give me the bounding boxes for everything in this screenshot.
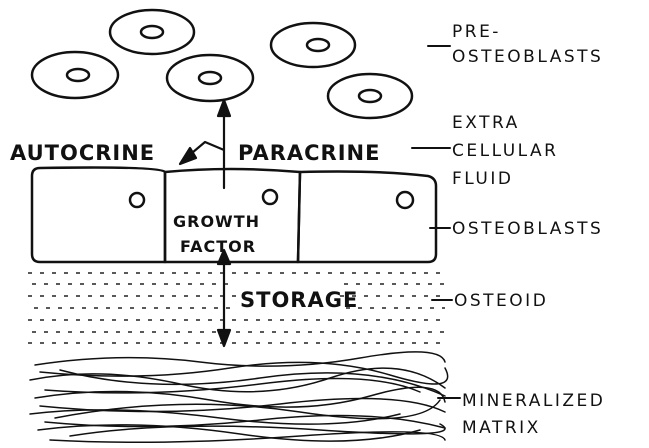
pre-osteoblasts-label-line2: OSTEOBLASTS [452,47,603,67]
osteoblast-nucleus [397,192,413,208]
extra-cellular-label-line1: EXTRA [452,113,520,133]
mineralized-label-line1: MINERALIZED [462,391,605,411]
factor-label: FACTOR [180,237,256,256]
pre-osteoblast-cell [110,10,194,54]
osteoid-label: OSTEOID [454,291,548,311]
extra-cellular-label-line2: CELLULAR [452,141,558,161]
pre-osteoblast-cell [328,74,412,118]
autocrine-label: AUTOCRINE [10,141,155,165]
storage-label: STORAGE [240,288,358,312]
extra-cellular-label-line3: FLUID [452,169,513,189]
pre-osteoblasts-label-line1: PRE- [452,22,501,42]
pre-osteoblast-cells [32,10,412,118]
pre-osteoblast-cell [167,55,253,101]
osteoblast-nucleus [130,193,144,207]
osteoblast-cell [32,168,165,263]
mineralized-matrix-fibers [30,352,448,442]
pre-osteoblast-cell [271,23,355,67]
pre-osteoblast-cell [32,52,118,98]
osteoblasts-label: OSTEOBLASTS [452,219,603,239]
growth-label: GROWTH [173,212,260,231]
osteoblast-cell [298,172,436,263]
osteoblast-nucleus [263,190,277,204]
mineralized-label-line2: MATRIX [462,418,541,438]
paracrine-label: PARACRINE [238,141,380,165]
